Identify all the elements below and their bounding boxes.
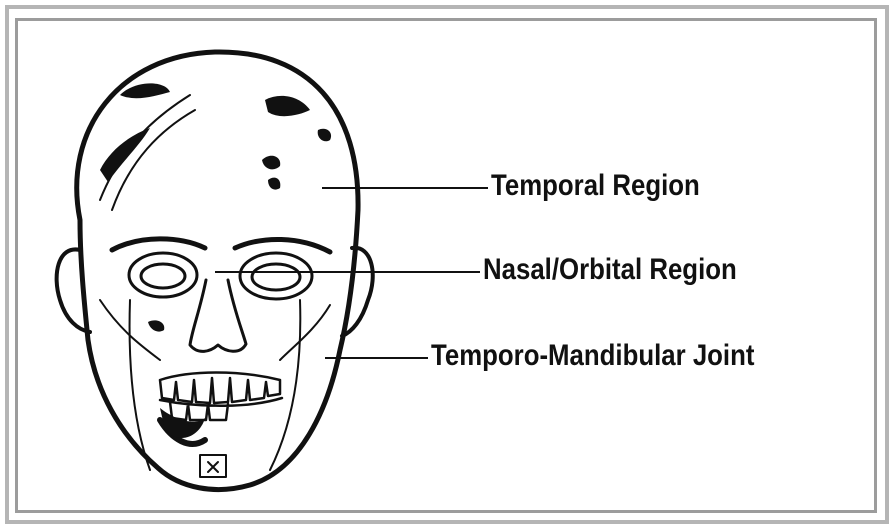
- label-nasal-orbital-region: Nasal/Orbital Region: [483, 253, 737, 287]
- head-outline: [77, 52, 358, 490]
- left-brow: [112, 239, 205, 250]
- teeth: [160, 373, 282, 421]
- right-eye: [252, 264, 300, 290]
- left-eye-socket: [129, 253, 197, 297]
- left-eye: [141, 264, 185, 288]
- nose: [190, 280, 246, 351]
- label-temporal-region: Temporal Region: [491, 169, 700, 203]
- right-brow: [235, 239, 330, 252]
- label-temporo-mandibular-joint: Temporo-Mandibular Joint: [431, 339, 754, 373]
